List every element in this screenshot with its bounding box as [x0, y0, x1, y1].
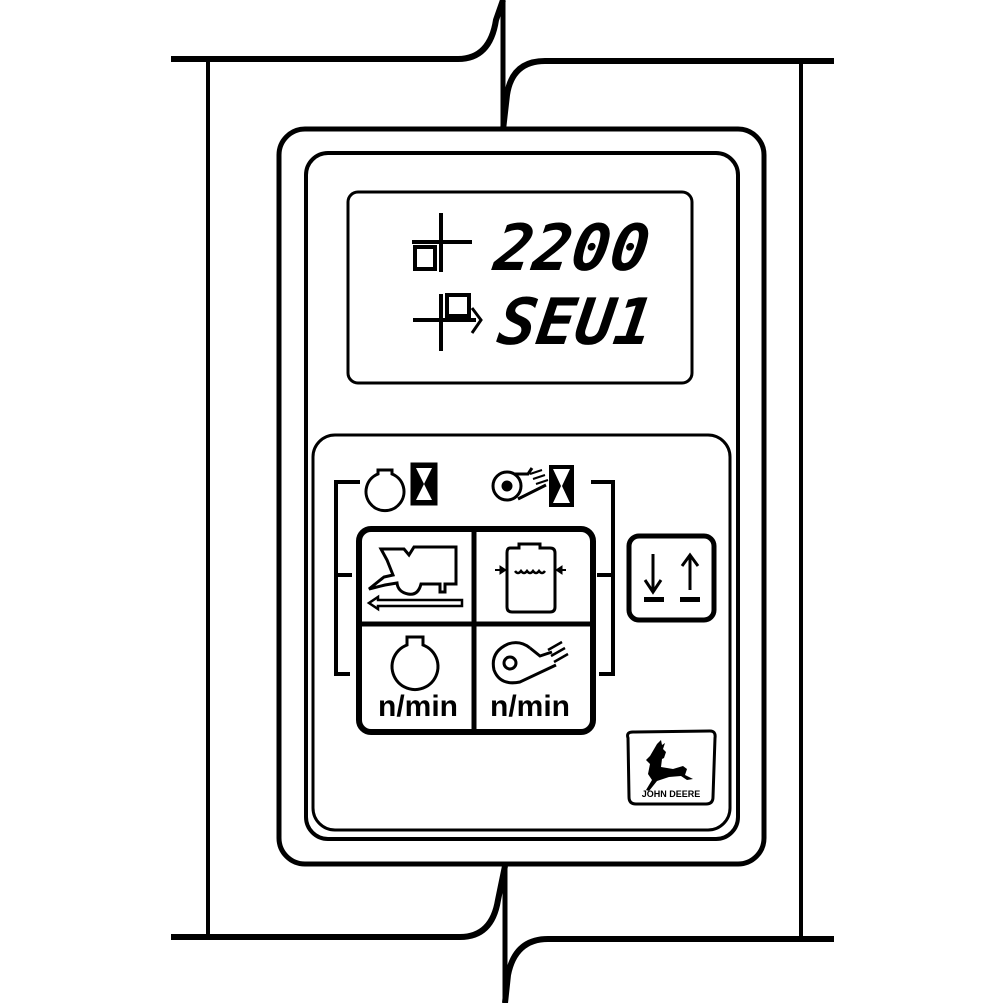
engine-rpm-label: n/min	[378, 690, 458, 723]
fan-icon	[491, 640, 569, 685]
key-engine-rpm[interactable]: n/min	[362, 627, 472, 729]
fan-rpm-label: n/min	[490, 690, 570, 723]
keypad-panel	[311, 433, 732, 832]
fan-hourglass-icon	[491, 465, 574, 507]
lcd-line2-value: SEU1	[493, 285, 658, 360]
engine-icon	[390, 635, 440, 691]
left-bracket	[334, 480, 360, 676]
engine-hourglass-icon	[364, 462, 438, 513]
mounting-bracket	[171, 0, 834, 1003]
logo-text: JOHN DEERE	[642, 789, 701, 799]
combine-ground-speed-icon	[366, 545, 464, 612]
lcd-display	[346, 190, 694, 385]
key-fan-rpm[interactable]: n/min	[476, 627, 591, 729]
john-deere-logo: JOHN DEERE	[626, 729, 717, 806]
keypad-grid	[356, 526, 596, 735]
lcd-line1-value: 2200	[489, 211, 655, 286]
lower-raise-button[interactable]	[626, 533, 717, 623]
monitor-inner-frame	[304, 151, 740, 841]
lower-raise-arrows-icon	[643, 552, 700, 602]
grain-tank-icon	[495, 542, 566, 614]
key-grain-tank[interactable]	[476, 532, 591, 622]
key-ground-speed[interactable]	[362, 532, 472, 622]
right-bracket	[591, 480, 615, 676]
set-value-arrow-icon	[413, 293, 483, 351]
leaping-deer-icon	[646, 740, 693, 791]
engine-speed-setpoint-icon	[412, 213, 472, 272]
